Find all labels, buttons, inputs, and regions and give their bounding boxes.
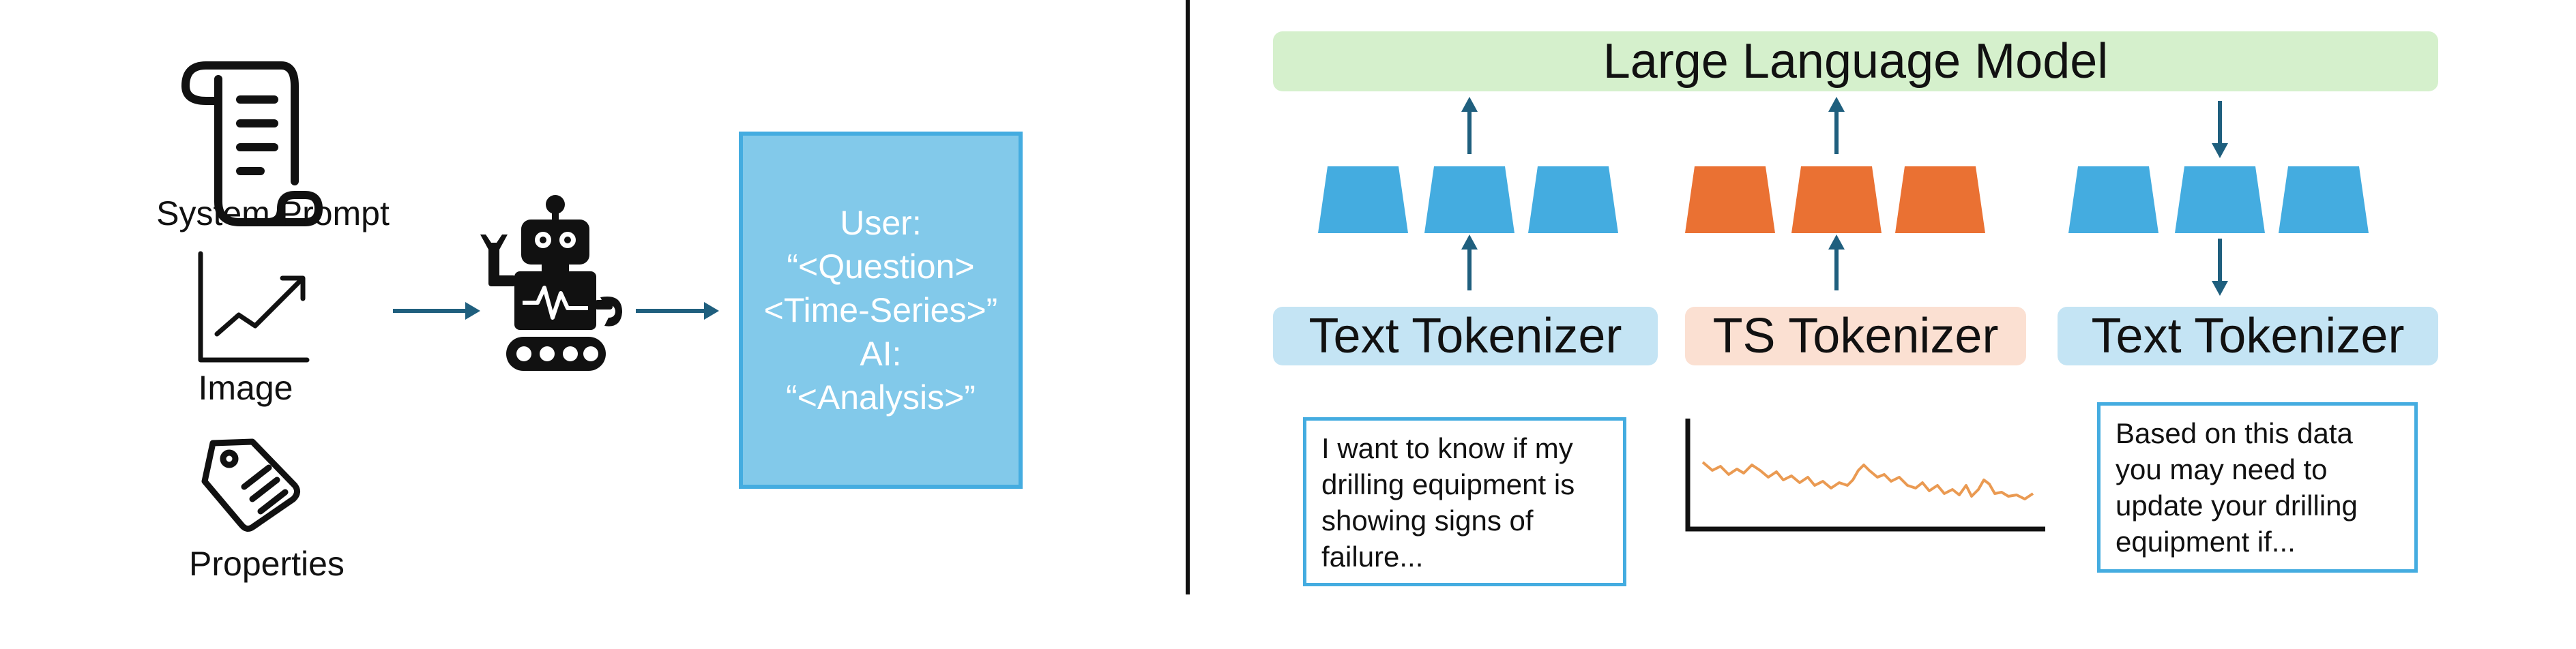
llm-bar: Large Language Model [1273,31,2438,91]
text-tokenizer-output: Text Tokenizer [2058,307,2438,365]
ts-tokenizer: TS Tokenizer [1685,307,2026,365]
chat-question: “<Question> [787,247,975,286]
chat-ai-label: AI: [860,335,902,373]
text-token-1 [1318,166,1408,233]
chat-user-label: User: [840,204,922,242]
ts-series-line [1701,461,2034,500]
chat-output-box: User: “<Question> <Time-Series>” AI: “<A… [739,132,1023,489]
ts-token-2 [1791,166,1882,233]
system-prompt-label: System Prompt [156,194,390,232]
text-token-2 [1424,166,1514,233]
chat-analysis: “<Analysis>” [786,378,976,417]
ts-axes [1685,419,2045,532]
out-token-2 [2175,166,2265,233]
panel-divider [1186,0,1190,594]
ts-token-1 [1685,166,1775,233]
properties-label: Properties [189,545,345,583]
out-token-1 [2068,166,2158,233]
out-token-3 [2279,166,2369,233]
output-text-box: Based on this data you may need to updat… [2097,402,2418,573]
chat-time-series: <Time-Series>” [763,291,998,329]
text-tokenizer-input: Text Tokenizer [1273,307,1658,365]
input-text-box: I want to know if my drilling equipment … [1303,417,1626,586]
text-token-3 [1528,166,1618,233]
ts-token-3 [1895,166,1985,233]
image-label: Image [198,369,293,407]
